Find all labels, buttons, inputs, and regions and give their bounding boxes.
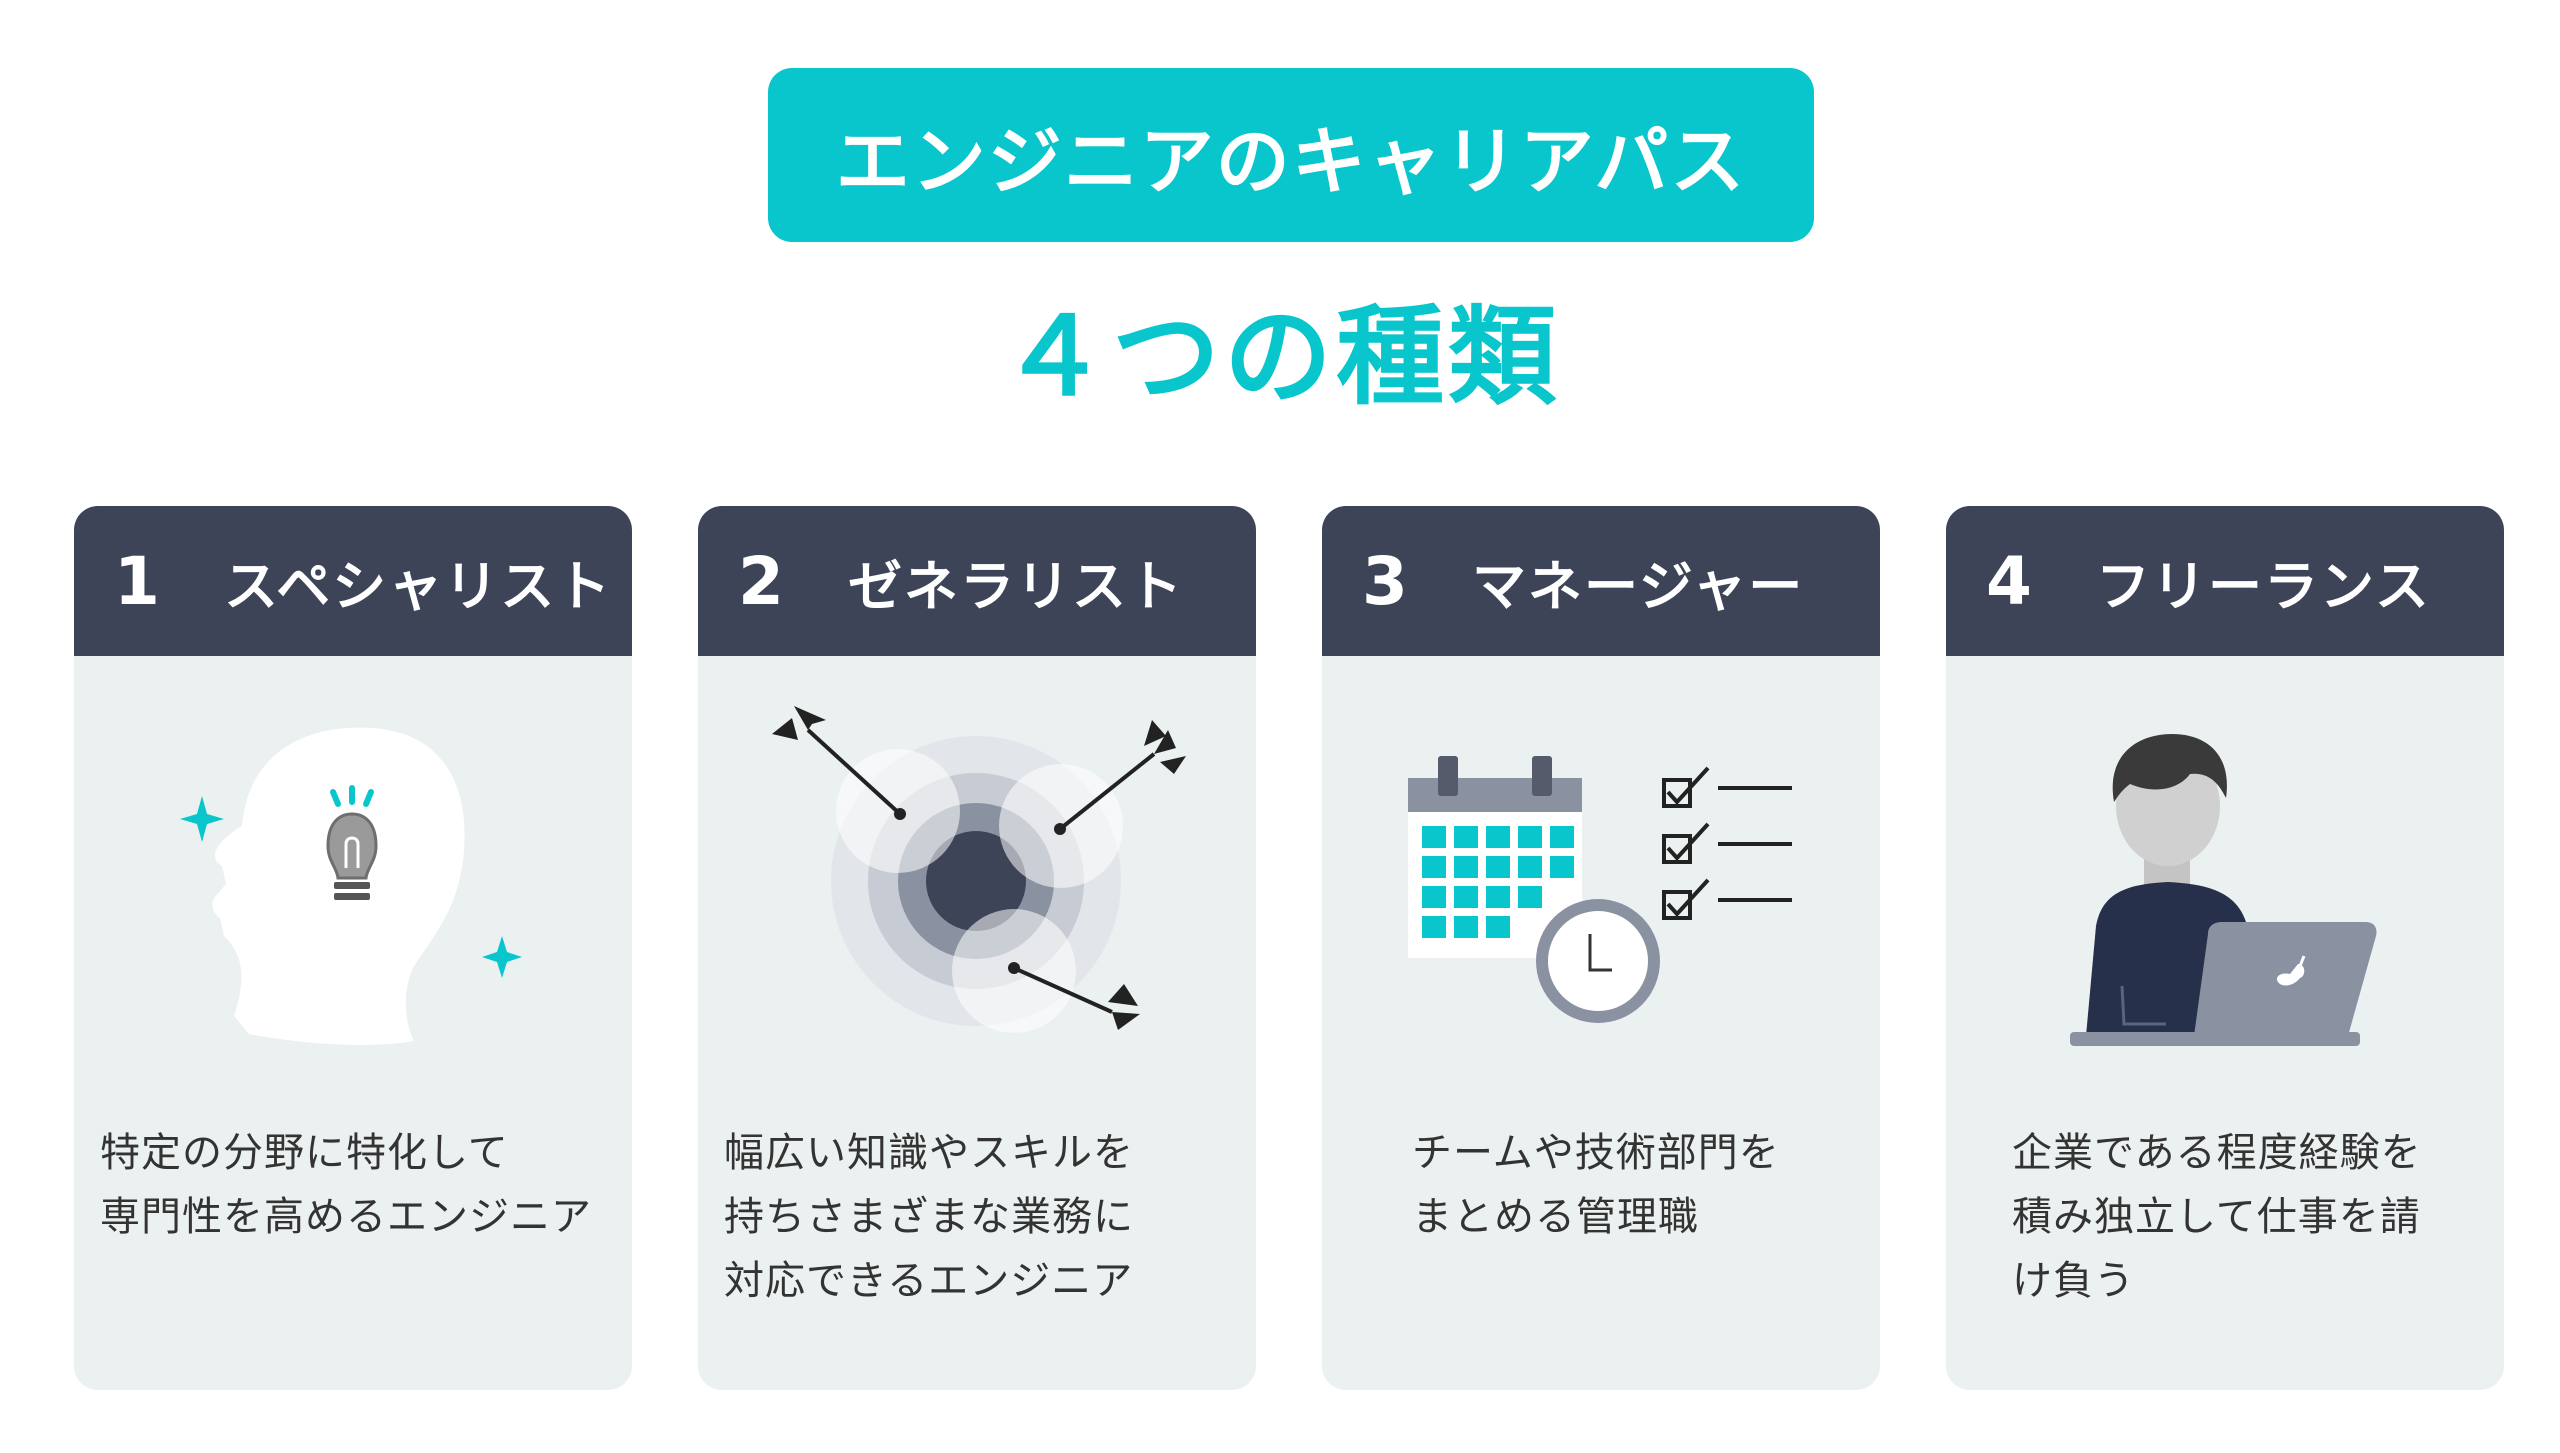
card-description-line: まとめる管理職 (1412, 1194, 1699, 1240)
page-subtitle: ４つの種類 (999, 295, 1560, 420)
card-header: 1 スペシャリスト (74, 506, 632, 656)
career-card-freelance: 4 フリーランス 企業である程度経験を 積み独立して仕事を請 け負う (1946, 506, 2504, 1390)
card-description-line: 幅広い知識やスキルを (724, 1130, 1134, 1176)
card-description: 特定の分野に特化して 専門性を高めるエンジニア (100, 1121, 612, 1249)
head-lightbulb-icon (74, 686, 632, 1106)
card-title: フリーランス (2096, 554, 2431, 618)
calendar-checklist-icon (1322, 686, 1880, 1106)
career-card-specialist: 1 スペシャリスト 特定の分野に特化して 専門性を高めるエンジニア (74, 506, 632, 1390)
card-header: 3 マネージャー (1322, 506, 1880, 656)
card-description-line: 持ちさまざまな業務に (724, 1194, 1134, 1240)
target-arrows-icon (698, 686, 1256, 1106)
card-header: 4 フリーランス (1946, 506, 2504, 656)
card-description-line: 対応できるエンジニア (724, 1258, 1134, 1304)
card-description: 幅広い知識やスキルを 持ちさまざまな業務に 対応できるエンジニア (724, 1121, 1236, 1313)
card-title: スペシャリスト (224, 554, 613, 618)
card-number: 1 (114, 542, 160, 620)
card-header: 2 ゼネラリスト (698, 506, 1256, 656)
card-title: マネージャー (1472, 554, 1805, 618)
card-description-line: チームや技術部門を (1412, 1130, 1780, 1176)
title-banner: エンジニアのキャリアパス (768, 68, 1814, 242)
card-description-line: 特定の分野に特化して (100, 1130, 509, 1176)
card-description-line: 専門性を高めるエンジニア (100, 1194, 592, 1240)
career-card-manager: 3 マネージャー (1322, 506, 1880, 1390)
card-description: チームや技術部門を まとめる管理職 (1412, 1121, 1860, 1249)
page-title: エンジニアのキャリアパス (835, 118, 1747, 205)
card-description-line: け負う (2012, 1258, 2135, 1304)
card-title: ゼネラリスト (848, 554, 1184, 618)
card-number: 2 (738, 542, 784, 620)
person-laptop-icon (1946, 686, 2504, 1106)
card-description-line: 企業である程度経験を (2012, 1130, 2422, 1176)
card-number: 4 (1986, 542, 2032, 620)
career-card-generalist: 2 ゼネラリスト (698, 506, 1256, 1390)
card-number: 3 (1362, 542, 1408, 620)
card-description-line: 積み独立して仕事を請 (2012, 1194, 2421, 1240)
card-description: 企業である程度経験を 積み独立して仕事を請 け負う (2012, 1121, 2484, 1313)
